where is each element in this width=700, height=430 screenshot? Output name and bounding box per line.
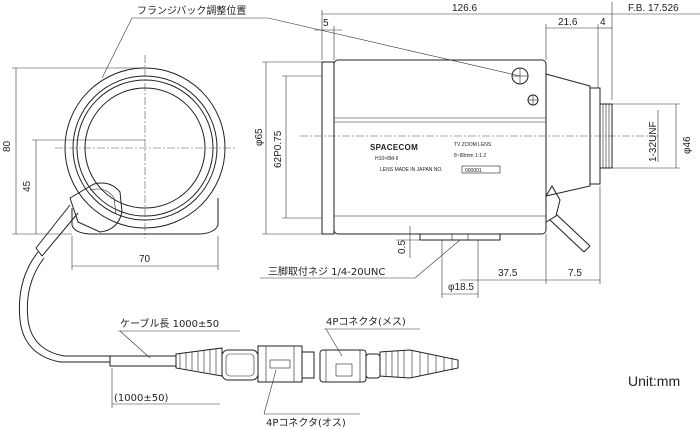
nameplate-brand: SPACECOM bbox=[370, 143, 418, 152]
dim-80-label: 80 bbox=[2, 140, 13, 152]
cable-curve-outer bbox=[18, 251, 110, 363]
dim-65-label: φ65 bbox=[254, 128, 265, 146]
cable-length-label: ケーブル長 1000±50 bbox=[120, 317, 219, 330]
dim-46-label: φ46 bbox=[682, 136, 693, 154]
nameplate-made-in: LENS MADE IN JAPAN NO. bbox=[380, 167, 443, 173]
male-connector-tip bbox=[301, 351, 315, 379]
female-connector-body bbox=[319, 349, 367, 383]
side-cable-exit bbox=[545, 185, 561, 223]
front-connector-detail bbox=[89, 188, 117, 215]
nameplate-type: TV ZOOM LENS bbox=[454, 142, 492, 148]
male-connector-key bbox=[269, 359, 291, 369]
male-connector-label: 4Pコネクタ(オス) bbox=[266, 417, 346, 429]
dim-fb-label: F.B. 17.526 bbox=[628, 3, 679, 14]
dim-375-label: 37.5 bbox=[498, 268, 518, 279]
side-main-body bbox=[333, 59, 547, 235]
front-base-outline bbox=[71, 198, 219, 235]
flange-back-callout: フランジバック調整位置 bbox=[101, 4, 521, 79]
cable-curve-inner bbox=[26, 257, 110, 357]
side-rear-taper bbox=[545, 73, 591, 197]
side-cable-end bbox=[583, 245, 591, 253]
nameplate-serial-box bbox=[461, 165, 501, 174]
dim-185-label: φ18.5 bbox=[448, 282, 474, 293]
tripod-screw-hole bbox=[451, 233, 469, 241]
female-connector-grip bbox=[365, 353, 381, 379]
unit-label: Unit:mm bbox=[628, 373, 680, 389]
male-label-leader bbox=[263, 369, 277, 415]
front-cable-stub-2 bbox=[41, 212, 79, 257]
side-cable-1 bbox=[555, 213, 591, 247]
lens-nameplate: SPACECOM TV ZOOM LENS H10×8M-II 8~80mm 1… bbox=[370, 142, 501, 174]
strain-relief-female-hatch bbox=[385, 350, 453, 378]
dim-70-label: 70 bbox=[139, 254, 151, 265]
female-label-leader bbox=[325, 328, 343, 357]
dim-45-label: 45 bbox=[22, 180, 33, 192]
cable-length-leader bbox=[119, 330, 151, 359]
side-dimensions: 126.6 5 21.6 4 F.B. 17.526 φ65 62P0.75 φ… bbox=[254, 2, 700, 298]
cable-length-paren-label: (1000±50) bbox=[114, 393, 168, 404]
male-connector-body bbox=[221, 349, 259, 381]
tripod-screw-label: 三脚取付ネジ 1/4-20UNC bbox=[268, 265, 385, 278]
dim-05-label: 0.5 bbox=[397, 240, 408, 254]
strain-relief-female bbox=[379, 349, 459, 379]
dim-75-label: 7.5 bbox=[568, 268, 582, 279]
male-connector-grip bbox=[225, 353, 255, 377]
dim-21-label: 21.6 bbox=[558, 17, 578, 28]
front-dimensions: 80 45 70 bbox=[2, 67, 219, 270]
dim-unf-label: 1-32UNF bbox=[648, 121, 659, 162]
male-connector-nut bbox=[257, 345, 303, 383]
cable-assembly: ケーブル長 1000±50 (1000±50) 4Pコネクタ(メス) 4Pコネク… bbox=[18, 251, 459, 429]
dim-126-label: 126.6 bbox=[452, 3, 477, 14]
dim-4-label: 4 bbox=[600, 17, 606, 28]
dim-62-label: 62P0.75 bbox=[273, 130, 284, 168]
cable-straight bbox=[109, 355, 177, 367]
tripod-leader-diag bbox=[414, 239, 461, 279]
front-view bbox=[35, 55, 235, 257]
flange-leader-left bbox=[101, 17, 268, 79]
side-cable-2 bbox=[549, 219, 585, 253]
nameplate-range: 8~80mm 1:1.2 bbox=[454, 153, 486, 159]
female-connector-key bbox=[335, 363, 353, 377]
flange-back-label: フランジバック調整位置 bbox=[137, 4, 246, 17]
front-cable-stub-1 bbox=[35, 204, 71, 249]
nameplate-serial: 000001 bbox=[465, 168, 482, 174]
front-cable-stub-end bbox=[35, 247, 43, 257]
strain-relief-male bbox=[175, 347, 223, 377]
front-connector-housing bbox=[69, 182, 123, 233]
dim-5-label: 5 bbox=[323, 18, 329, 29]
side-view bbox=[300, 59, 660, 253]
strain-relief-male-hatch bbox=[179, 349, 217, 374]
side-front-ring bbox=[321, 61, 335, 235]
flange-leader-right bbox=[267, 17, 521, 77]
tripod-mount-block bbox=[419, 233, 501, 241]
nameplate-model: H10×8M-II bbox=[375, 156, 398, 162]
female-connector-label: 4Pコネクタ(メス) bbox=[326, 316, 406, 328]
